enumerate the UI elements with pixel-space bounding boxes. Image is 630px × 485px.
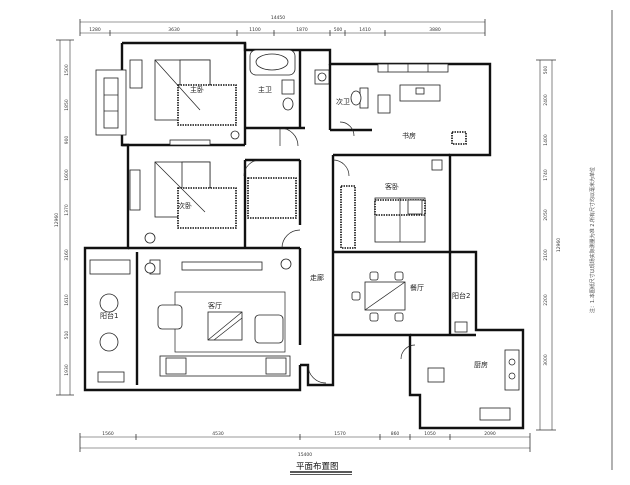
- left-dim-2: 1850: [64, 99, 70, 111]
- left-dim-7: 1610: [64, 294, 70, 306]
- left-dim-4: 1600: [64, 169, 70, 181]
- room-label-master-bedroom: 主卧: [190, 85, 204, 94]
- right-dim-1: 500: [543, 66, 549, 75]
- right-dim-8: 3000: [543, 354, 549, 366]
- second-bedroom-furniture: [129, 161, 297, 244]
- room-label-balcony-2: 阳台2: [452, 291, 470, 300]
- right-dim-6: 2100: [543, 249, 549, 261]
- right-margin-note: 注：1.本图纸尺寸以现场实际测量为准 2.所有尺寸均以毫米为单位: [589, 167, 596, 313]
- left-total-dim: 12960: [54, 213, 60, 227]
- top-dim-4: 1870: [296, 27, 308, 33]
- top-dimension-chain: 14450 1280 3630 1100 1870 500 1410 3880: [79, 15, 486, 36]
- right-dim-3: 1400: [543, 134, 549, 146]
- room-label-second-bath: 次卫: [336, 97, 350, 106]
- top-dim-6: 1410: [359, 27, 371, 33]
- right-total-dim: 12960: [556, 238, 562, 252]
- top-total-dim: 14450: [271, 15, 285, 21]
- right-dimension-chain: 12960 500 2400 1400 1740 2050 2100 2200 …: [536, 59, 562, 431]
- bottom-dim-1: 1560: [102, 431, 114, 437]
- room-label-master-bath: 主卫: [258, 85, 272, 94]
- top-dim-1: 1280: [89, 27, 101, 33]
- kitchen-fixtures: [427, 349, 520, 421]
- room-label-guest-room: 客卧: [385, 182, 399, 191]
- room-label-corridor: 走廊: [310, 273, 324, 282]
- bottom-dim-5: 1050: [424, 431, 436, 437]
- right-dim-5: 2050: [543, 209, 549, 221]
- room-label-balcony-1: 阳台1: [100, 311, 118, 320]
- left-dim-8: 510: [64, 331, 70, 340]
- top-dim-3: 1100: [249, 27, 261, 33]
- bottom-dim-2: 4530: [212, 431, 224, 437]
- living-room-furniture: [144, 258, 292, 377]
- bottom-dim-6: 2090: [484, 431, 496, 437]
- top-dim-5: 500: [334, 27, 343, 33]
- left-dim-5: 1370: [64, 204, 70, 216]
- balcony-2-fixtures: [454, 321, 468, 333]
- guest-room-furniture: [374, 159, 443, 243]
- balcony-1-furniture: [97, 293, 125, 383]
- room-label-second-bedroom: 次卧: [178, 201, 192, 210]
- bottom-total-dim: 15400: [298, 452, 312, 458]
- left-dim-9: 1930: [64, 364, 70, 376]
- room-label-dining-room: 餐厅: [410, 283, 424, 292]
- study-furniture: [377, 84, 467, 145]
- left-dimension-chain: 12960 1500 1850 900 1600 1370 3160 1610 …: [54, 39, 74, 396]
- drawing-title: 平面布置图: [296, 461, 339, 472]
- dining-room-furniture: [351, 271, 406, 322]
- bottom-dim-4: 860: [391, 431, 400, 437]
- bottom-dimension-chain: 1560 4530 1570 860 1050 2090 15400: [79, 431, 531, 458]
- master-bedroom-furniture: [129, 59, 240, 146]
- left-dim-1: 1500: [64, 64, 70, 76]
- windows: [89, 63, 449, 275]
- room-label-study: 书房: [402, 131, 416, 140]
- left-dim-6: 3160: [64, 249, 70, 261]
- room-label-living-room: 客厅: [208, 301, 222, 310]
- top-dim-2: 3630: [168, 27, 180, 33]
- right-dim-7: 2200: [543, 294, 549, 306]
- left-dim-3: 900: [64, 136, 70, 145]
- bottom-dim-3: 1570: [334, 431, 346, 437]
- right-dim-4: 1740: [543, 169, 549, 181]
- doors: [243, 121, 416, 384]
- master-bath-fixtures: [249, 49, 296, 111]
- top-dim-7: 3880: [429, 27, 441, 33]
- right-dim-2: 2400: [543, 94, 549, 106]
- second-bath-fixtures: [314, 69, 369, 109]
- room-label-kitchen: 厨房: [474, 360, 488, 369]
